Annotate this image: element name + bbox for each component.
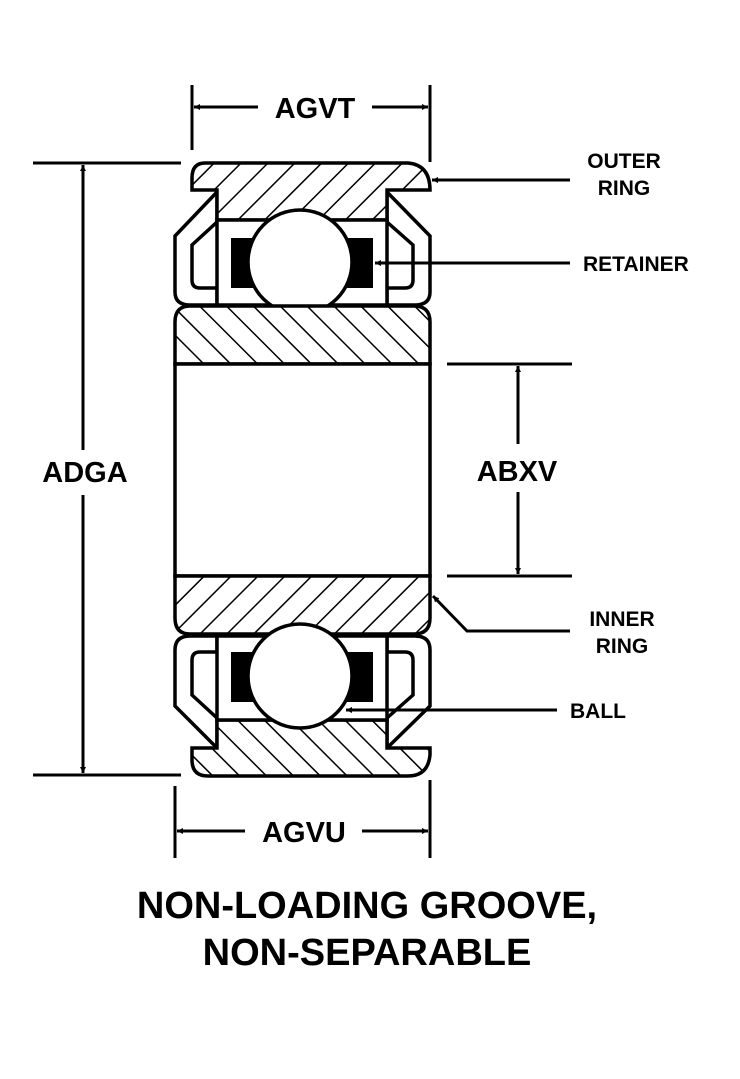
top-right-shield (385, 187, 432, 307)
top-left-shield (173, 187, 219, 307)
dimension-label-adga: ADGA (42, 457, 127, 489)
diagram-title-line1: NON-LOADING GROOVE, (137, 885, 597, 927)
callout-label-inner-ring: RING (596, 635, 649, 658)
callout-label-retainer: RETAINER (583, 253, 689, 276)
callout-outer-ring: OUTER RING (432, 150, 661, 200)
bottom-bearing-section (173, 622, 432, 778)
callout-retainer: RETAINER (375, 253, 689, 276)
dimension-label-agvt: AGVT (275, 93, 356, 125)
bottom-ball (246, 622, 354, 730)
callout-label-ring: RING (598, 177, 651, 200)
dimension-agvu: AGVU (173, 780, 432, 858)
diagram-title-line2: NON-SEPARABLE (203, 932, 532, 974)
inner-ring-top (173, 304, 432, 366)
callout-ball: BALL (346, 700, 626, 723)
callout-label-outer: OUTER (587, 150, 661, 173)
outer-ring-bottom (190, 718, 432, 778)
bottom-right-shield (385, 634, 432, 753)
bore (173, 362, 432, 578)
inner-ring-bottom (173, 574, 432, 636)
top-bearing-section (173, 161, 432, 316)
callout-label-inner: INNER (589, 608, 654, 631)
top-ball (246, 208, 354, 316)
bottom-left-shield (173, 634, 219, 753)
callout-label-ball: BALL (570, 700, 626, 723)
dimension-adga: ADGA (33, 161, 181, 777)
dimension-agvt: AGVT (190, 85, 432, 162)
dimension-abxv: ABXV (447, 362, 572, 578)
dimension-label-abxv: ABXV (477, 456, 558, 488)
callout-inner-ring: INNER RING (431, 594, 655, 658)
dimension-label-agvu: AGVU (262, 817, 346, 849)
